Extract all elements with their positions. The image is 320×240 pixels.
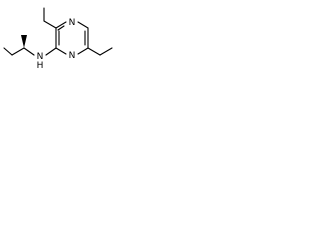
bond-ch-ch2 <box>11 47 25 56</box>
bond-ring-n4-c5 <box>77 21 89 29</box>
bond-ethyl-bottom-1 <box>87 47 101 56</box>
bond-ring-c3-n4-left <box>55 21 67 29</box>
bond-ethyl-top-1 <box>43 20 57 29</box>
amine-nitrogen-label: N <box>37 52 44 62</box>
amine-hydrogen-label: H <box>37 61 44 71</box>
structure-canvas: N N N H <box>0 0 122 83</box>
bond-c2-nh <box>45 47 57 56</box>
bond-ring-n4-double <box>57 25 65 31</box>
molecule-diagram: N N N H <box>3 7 113 71</box>
bond-nh-ch <box>23 47 35 56</box>
bond-ethyl-bottom-2 <box>99 47 113 56</box>
bond-ch2-ch3 <box>3 47 13 56</box>
bond-ring-c6-n1 <box>77 47 89 55</box>
stereo-wedge-bond <box>21 35 27 48</box>
bond-ring-n1-c2 <box>55 47 67 55</box>
ring-nitrogen-top-label: N <box>69 18 76 28</box>
ring-nitrogen-bottom-label: N <box>69 51 76 61</box>
bonds <box>3 7 113 56</box>
